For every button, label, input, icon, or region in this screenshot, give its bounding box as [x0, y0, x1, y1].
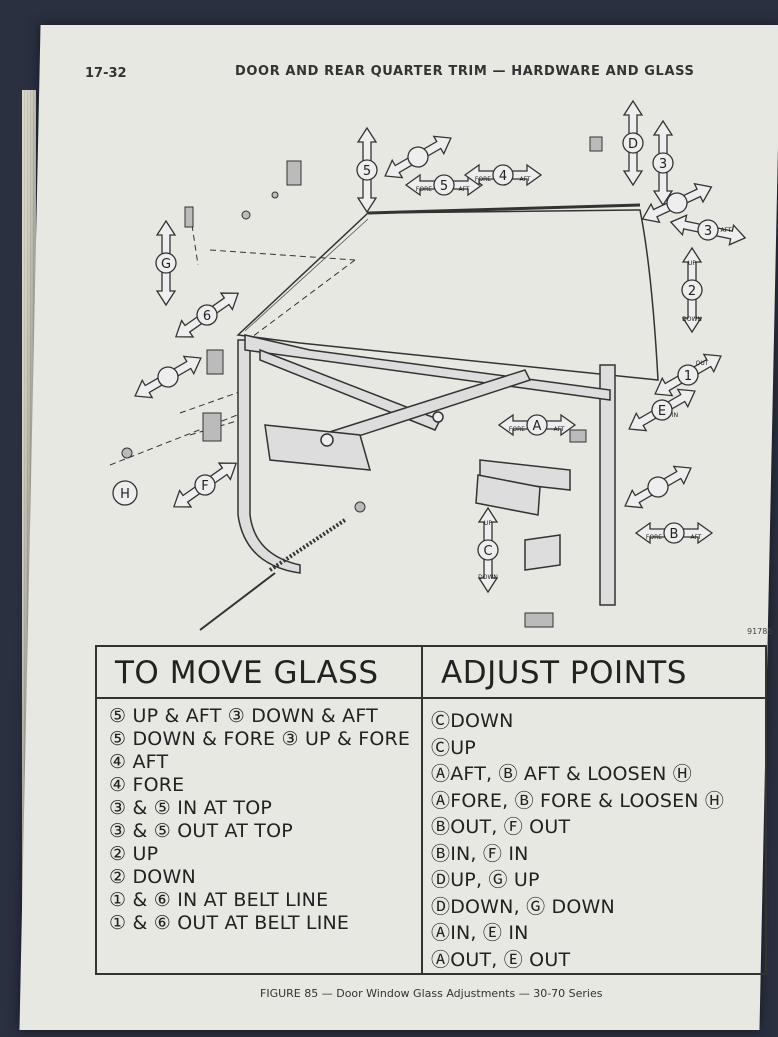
callout-5b: 5 [440, 179, 448, 194]
callout-3b: 3 [704, 224, 712, 239]
move-glass-column: TO MOVE GLASS ⑤ UP & AFT ③ DOWN & AFT ⑤ … [97, 647, 423, 973]
arrow-b-in-out [619, 458, 697, 516]
adjust-point-row: ⒹDOWN, Ⓖ DOWN [431, 895, 615, 918]
move-glass-row: ① & ⑥ OUT AT BELT LINE [109, 912, 350, 934]
callout-b: B [670, 527, 679, 542]
adjust-point-row: ⒸUP [431, 736, 476, 759]
adjust-point-row: ⒶIN, Ⓔ IN [431, 922, 529, 944]
door-glass-diagram: 5 5 4 6 3 3 2 1 A B C D E F G H FORE AFT… [109, 100, 748, 631]
move-glass-row: ④ FORE [109, 774, 185, 796]
svg-text:AFT: AFT [519, 176, 530, 183]
front-channel [237, 339, 301, 574]
rear-channel [599, 364, 616, 606]
svg-text:UP: UP [688, 260, 696, 267]
move-glass-row: ⑤ UP & AFT ③ DOWN & AFT [109, 705, 378, 727]
adjust-points-column: ADJUST POINTS ⒸDOWN ⒸUP ⒶAFT, Ⓑ AFT & LO… [423, 647, 765, 973]
move-glass-row: ⑤ DOWN & FORE ③ UP & FORE [109, 728, 411, 750]
svg-text:UP: UP [484, 520, 492, 527]
move-glass-row: ② UP [109, 843, 159, 865]
svg-text:AFT: AFT [720, 227, 731, 234]
adjust-point-row: ⒸDOWN [431, 710, 514, 732]
callout-2: 2 [688, 284, 696, 299]
arrow-1-in-out [129, 348, 207, 406]
svg-text:AFT: AFT [690, 534, 701, 541]
adjust-point-row: ⒶFORE, Ⓑ FORE & LOOSEN Ⓗ [431, 789, 725, 812]
callout-5: 5 [363, 164, 371, 179]
adjustment-table: TO MOVE GLASS ⑤ UP & AFT ③ DOWN & AFT ⑤ … [95, 645, 767, 975]
figure-id: 91785 [747, 627, 773, 636]
svg-text:FORE: FORE [475, 176, 491, 183]
adjust-point-row: ⒶOUT, Ⓔ OUT [431, 948, 571, 971]
move-glass-row: ① & ⑥ IN AT BELT LINE [109, 889, 329, 911]
page-number: 17-32 [85, 66, 127, 81]
adjust-point-row: ⒶAFT, Ⓑ AFT & LOOSEN Ⓗ [431, 763, 692, 785]
svg-text:FORE: FORE [416, 186, 432, 193]
callout-e: E [658, 404, 666, 419]
callout-d: D [628, 137, 638, 152]
svg-text:IN: IN [672, 412, 678, 419]
svg-text:AFT: AFT [553, 426, 564, 433]
adjust-point-row: ⒹUP, Ⓖ UP [431, 869, 540, 891]
callout-c: C [483, 544, 492, 559]
bracket-plate [475, 474, 541, 516]
move-glass-row: ③ & ⑤ OUT AT TOP [109, 820, 293, 842]
callout-4: 4 [499, 169, 507, 184]
svg-text:AFT: AFT [458, 186, 469, 193]
svg-text:FORE: FORE [509, 426, 525, 433]
svg-text:DOWN: DOWN [478, 574, 498, 581]
adjust-point-row: ⒷIN, Ⓕ IN [431, 842, 529, 865]
callout-f: F [201, 479, 208, 494]
callout-g: G [161, 257, 171, 272]
rear-bracket [524, 534, 561, 571]
callout-6: 6 [203, 309, 211, 324]
svg-text:DOWN: DOWN [682, 316, 702, 323]
callout-a: A [533, 419, 542, 434]
svg-text:OUT: OUT [696, 360, 709, 367]
move-glass-header: TO MOVE GLASS [97, 647, 421, 699]
move-glass-row: ② DOWN [109, 866, 196, 888]
callout-3: 3 [659, 157, 667, 172]
regulator-arm-1 [259, 348, 442, 431]
page-header: DOOR AND REAR QUARTER TRIM — HARDWARE AN… [235, 64, 695, 79]
move-glass-row: ④ AFT [109, 751, 169, 773]
adjust-point-row: ⒷOUT, Ⓕ OUT [431, 816, 571, 838]
window-glass [236, 209, 659, 381]
callout-h: H [120, 487, 130, 502]
svg-text:FORE: FORE [646, 534, 662, 541]
figure-caption: FIGURE 85 — Door Window Glass Adjustment… [260, 987, 603, 1000]
callout-1: 1 [684, 369, 692, 384]
regulator-plate [264, 424, 372, 471]
adjust-points-header: ADJUST POINTS [423, 647, 765, 699]
move-glass-row: ③ & ⑤ IN AT TOP [109, 797, 273, 819]
